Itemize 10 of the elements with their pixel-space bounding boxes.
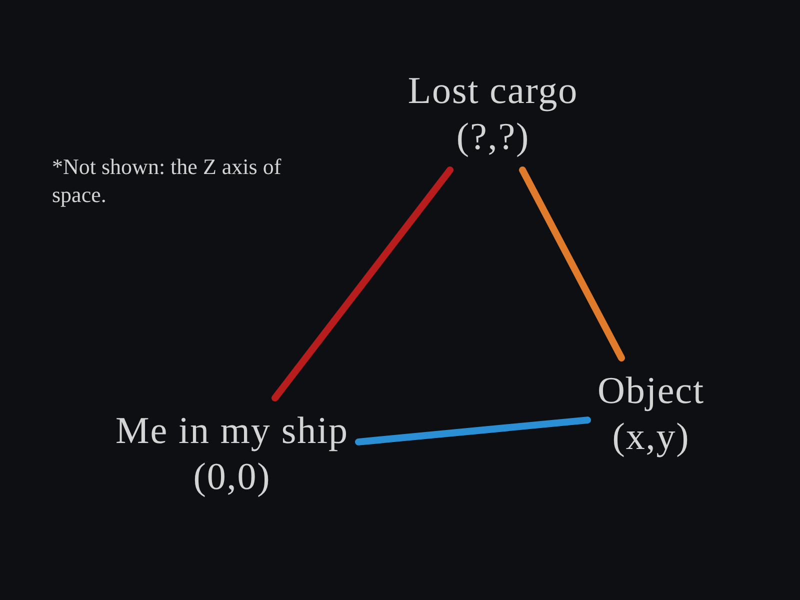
node-title: Lost cargo bbox=[408, 69, 578, 114]
node-title: Me in my ship bbox=[116, 409, 348, 454]
node-title: Object bbox=[598, 369, 704, 414]
connector-line bbox=[354, 416, 591, 446]
connector-line bbox=[519, 166, 625, 362]
coordinates-text: (0,0) bbox=[193, 455, 271, 500]
connector-line bbox=[272, 166, 454, 402]
note-text: *Not shown: the Z axis of space. bbox=[52, 153, 282, 209]
coordinates-text: (?,?) bbox=[456, 115, 530, 160]
coordinates-text: (x,y) bbox=[612, 415, 690, 460]
